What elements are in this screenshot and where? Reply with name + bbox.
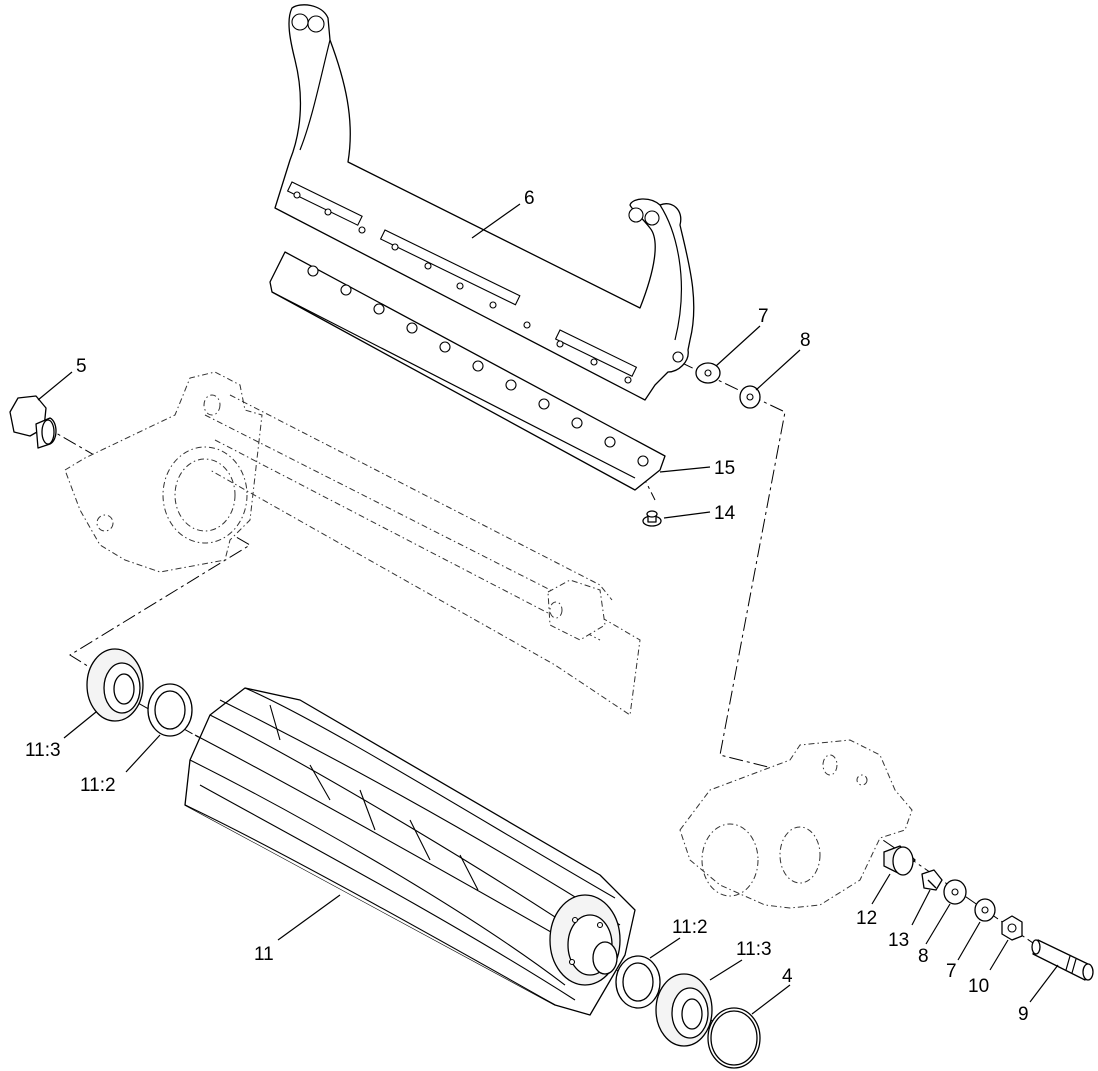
washers-top xyxy=(695,362,761,409)
bushing xyxy=(883,845,916,876)
grease-fitting xyxy=(921,869,943,891)
nut xyxy=(1001,915,1023,941)
callout-15: 15 xyxy=(714,458,735,479)
callout-11-3-right: 11:3 xyxy=(736,939,772,960)
washer-7-bottom xyxy=(974,898,996,922)
callout-11-2-right: 11:2 xyxy=(672,917,708,938)
washer-8-bottom xyxy=(943,879,967,905)
plug xyxy=(9,395,57,449)
callout-5: 5 xyxy=(76,356,87,377)
callout-12: 12 xyxy=(856,908,877,929)
leader-lines xyxy=(37,203,1059,1015)
callout-11-3-left: 11:3 xyxy=(25,740,61,761)
callout-11-2-left: 11:2 xyxy=(80,775,116,796)
cutting-reel xyxy=(184,687,636,1016)
callout-4: 4 xyxy=(782,966,793,987)
callout-9: 9 xyxy=(1018,1004,1029,1025)
callout-8-bottom: 8 xyxy=(918,946,929,967)
callout-7-top: 7 xyxy=(758,306,769,327)
frame-bedbar-support xyxy=(274,4,695,401)
bearing-right xyxy=(655,973,713,1047)
callout-7-bottom: 7 xyxy=(946,961,957,982)
callout-8-top: 8 xyxy=(800,330,811,351)
left-side-plate-phantom xyxy=(64,371,263,573)
callout-10: 10 xyxy=(968,976,989,997)
callout-14: 14 xyxy=(714,503,736,524)
seal-right xyxy=(615,955,661,1009)
callout-6: 6 xyxy=(524,188,535,209)
shaft xyxy=(1031,939,1094,981)
callout-11: 11 xyxy=(254,944,274,965)
callout-labels: 6 7 8 5 15 14 11:3 11:2 11 11:2 11:3 4 1… xyxy=(25,188,1029,1025)
o-ring xyxy=(707,1007,761,1069)
callout-13: 13 xyxy=(888,930,909,951)
bedknife-screw xyxy=(642,510,662,527)
bedknife xyxy=(269,251,666,491)
right-side-plate-phantom xyxy=(679,739,913,909)
seal-left xyxy=(147,683,193,737)
frame-bar-phantom xyxy=(204,394,641,716)
bearing-left xyxy=(86,648,144,722)
